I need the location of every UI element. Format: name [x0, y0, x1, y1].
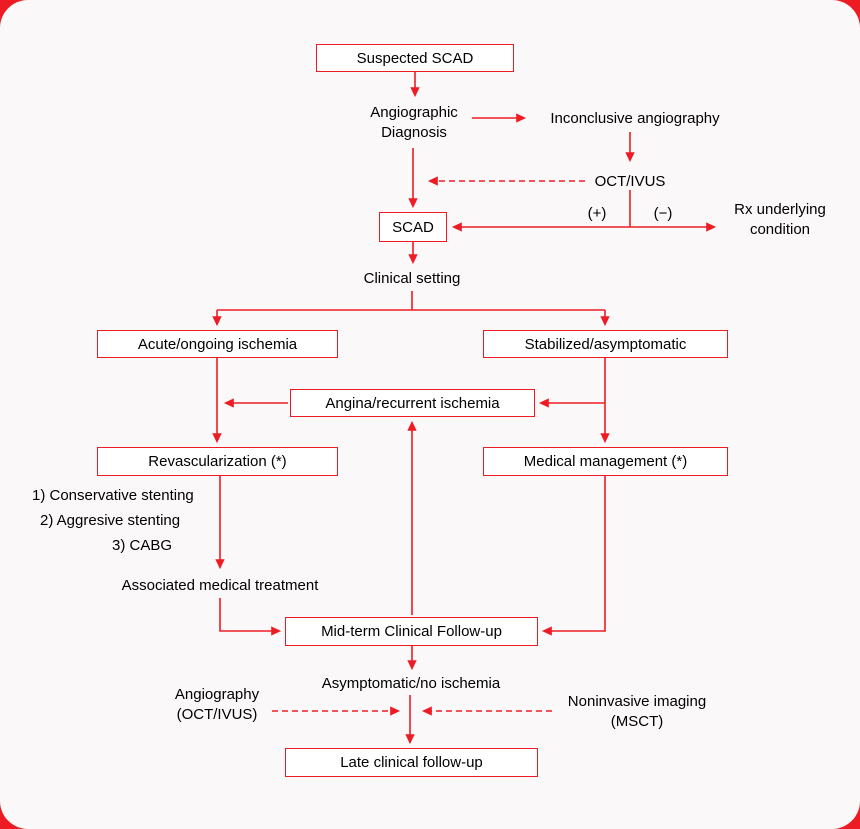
- node-suspected-scad: Suspected SCAD: [316, 44, 514, 72]
- label-angiography-octivus: Angiography (OCT/IVUS): [162, 685, 272, 725]
- label-asymptomatic: Asymptomatic/no ischemia: [321, 675, 501, 692]
- label-angiographic-line2: Diagnosis: [381, 124, 447, 141]
- label-inconclusive-angiography: Inconclusive angiography: [550, 110, 720, 127]
- node-angina-recurrent: Angina/recurrent ischemia: [290, 389, 535, 417]
- label-revasc-option-1: 1) Conservative stenting: [32, 487, 194, 504]
- label-angiographic-line1: Angiographic: [370, 104, 458, 121]
- label-noninvasive-line2: (MSCT): [610, 713, 664, 730]
- label-noninvasive-line1: Noninvasive imaging: [567, 693, 707, 710]
- label-revasc-option-3: 3) CABG: [112, 537, 173, 554]
- label-rx-line1: Rx underlying: [734, 201, 826, 218]
- label-clinical-setting: Clinical setting: [363, 270, 461, 287]
- label-angiography-line2: (OCT/IVUS): [176, 706, 258, 723]
- label-oct-ivus: OCT/IVUS: [594, 173, 666, 190]
- node-revascularization: Revascularization (*): [97, 447, 338, 476]
- label-positive: (+): [587, 205, 607, 222]
- node-midterm-followup: Mid-term Clinical Follow-up: [285, 617, 538, 646]
- node-scad: SCAD: [379, 212, 447, 242]
- label-noninvasive-msct: Noninvasive imaging (MSCT): [552, 692, 722, 732]
- node-stabilized: Stabilized/asymptomatic: [483, 330, 728, 358]
- label-associated-treatment: Associated medical treatment: [121, 577, 319, 594]
- node-acute-ischemia: Acute/ongoing ischemia: [97, 330, 338, 358]
- label-rx-line2: condition: [749, 221, 811, 238]
- node-late-followup: Late clinical follow-up: [285, 748, 538, 777]
- label-angiography-line1: Angiography: [174, 686, 260, 703]
- label-angiographic-diagnosis: Angiographic Diagnosis: [344, 103, 484, 143]
- label-rx-underlying-condition: Rx underlying condition: [720, 200, 840, 240]
- label-negative: (−): [653, 205, 673, 222]
- label-revasc-option-2: 2) Aggresive stenting: [40, 512, 181, 529]
- node-medical-management: Medical management (*): [483, 447, 728, 476]
